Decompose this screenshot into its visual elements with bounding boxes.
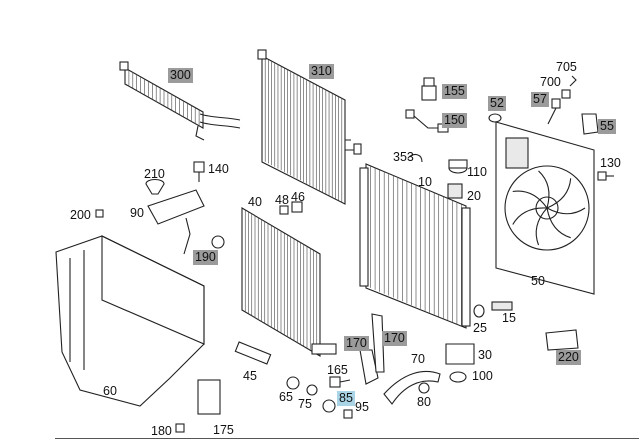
part-95-bolt[interactable] (343, 409, 353, 419)
callout-85[interactable]: 85 (337, 391, 355, 406)
callout-52[interactable]: 52 (488, 96, 506, 111)
part-57-bolt[interactable] (547, 98, 561, 125)
part-175-sensor[interactable] (197, 379, 221, 415)
callout-46[interactable]: 46 (291, 190, 305, 204)
part-200-clip[interactable] (95, 209, 104, 218)
part-65-ring[interactable] (286, 376, 300, 390)
callout-60[interactable]: 60 (103, 384, 117, 398)
callout-90[interactable]: 90 (130, 206, 144, 220)
callout-15[interactable]: 15 (502, 311, 516, 325)
part-45-dryer[interactable] (234, 341, 272, 365)
part-190-cable[interactable] (183, 217, 225, 255)
callout-130[interactable]: 130 (600, 156, 621, 170)
part-20-seal[interactable] (447, 183, 463, 199)
callout-300[interactable]: 300 (168, 68, 193, 83)
callout-180[interactable]: 180 (151, 424, 172, 438)
part-705-screw[interactable] (569, 75, 577, 87)
callout-40[interactable]: 40 (248, 195, 262, 209)
callout-57[interactable]: 57 (531, 92, 549, 107)
part-90-bracket[interactable] (147, 189, 205, 225)
callout-65[interactable]: 65 (279, 390, 293, 404)
part-55-bracket[interactable] (581, 113, 599, 135)
callout-170a[interactable]: 170 (344, 336, 369, 351)
part-210-clip[interactable] (145, 178, 165, 195)
part-155-connector[interactable] (421, 77, 437, 101)
part-40-condenser[interactable] (241, 207, 337, 357)
callout-30[interactable]: 30 (478, 348, 492, 362)
part-100-mount[interactable] (449, 371, 467, 383)
part-50-fan-shroud[interactable] (495, 121, 595, 295)
part-80-bolt[interactable] (418, 382, 430, 394)
callout-75[interactable]: 75 (298, 397, 312, 411)
part-700-clip[interactable] (561, 89, 571, 99)
callout-155[interactable]: 155 (442, 84, 467, 99)
callout-100[interactable]: 100 (472, 369, 493, 383)
callout-45[interactable]: 45 (243, 369, 257, 383)
callout-140[interactable]: 140 (208, 162, 229, 176)
callout-705[interactable]: 705 (556, 60, 577, 74)
callout-353[interactable]: 353 (393, 150, 414, 164)
part-220-bracket[interactable] (545, 329, 579, 351)
divider (55, 438, 639, 439)
part-46-bolt[interactable] (291, 201, 303, 213)
part-130-bolt[interactable] (597, 171, 614, 181)
callout-70[interactable]: 70 (411, 352, 425, 366)
callout-55[interactable]: 55 (598, 119, 616, 134)
part-310-condenser[interactable] (257, 49, 362, 205)
part-180-bolt[interactable] (175, 423, 185, 433)
part-70-deflector[interactable] (383, 371, 441, 405)
part-15-drain[interactable] (491, 301, 513, 311)
part-300-oil-cooler[interactable] (119, 61, 241, 141)
callout-50[interactable]: 50 (531, 274, 545, 288)
callout-25[interactable]: 25 (473, 321, 487, 335)
part-140-bolt[interactable] (193, 161, 205, 182)
callout-210[interactable]: 210 (144, 167, 165, 181)
callout-150[interactable]: 150 (442, 113, 467, 128)
part-60-front-carrier[interactable] (55, 235, 205, 407)
callout-200[interactable]: 200 (70, 208, 91, 222)
callout-190[interactable]: 190 (193, 250, 218, 265)
part-25-plug[interactable] (473, 304, 485, 318)
part-75-bolt[interactable] (306, 384, 318, 396)
part-353-clamp[interactable] (407, 153, 423, 163)
callout-165[interactable]: 165 (327, 363, 348, 377)
callout-80[interactable]: 80 (417, 395, 431, 409)
part-170-bracket-right[interactable] (371, 313, 385, 373)
part-85-washer[interactable] (322, 399, 336, 413)
part-48-bolt[interactable] (279, 205, 289, 215)
callout-700[interactable]: 700 (540, 75, 561, 89)
callout-310[interactable]: 310 (309, 64, 334, 79)
part-110-cap[interactable] (448, 159, 468, 174)
part-52-grommet[interactable] (488, 113, 502, 123)
callout-220[interactable]: 220 (556, 350, 581, 365)
callout-10[interactable]: 10 (418, 175, 432, 189)
callout-48[interactable]: 48 (275, 193, 289, 207)
part-30-bracket[interactable] (445, 343, 475, 365)
part-165-bolt[interactable] (329, 376, 351, 388)
callout-20[interactable]: 20 (467, 189, 481, 203)
part-150-sensor-cable[interactable] (405, 109, 449, 133)
callout-110[interactable]: 110 (467, 165, 487, 179)
callout-170b[interactable]: 170 (382, 331, 407, 346)
callout-175[interactable]: 175 (213, 423, 234, 437)
part-10-radiator[interactable] (359, 163, 471, 329)
callout-95[interactable]: 95 (355, 400, 369, 414)
